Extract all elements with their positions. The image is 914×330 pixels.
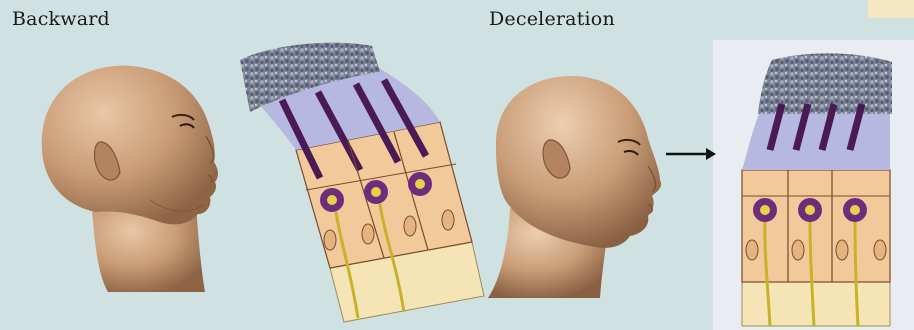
head-neutral-icon — [488, 76, 661, 298]
otolith-membrane-straight-icon — [742, 53, 892, 326]
otolith-membrane-bent-icon — [240, 43, 484, 322]
head-backward-icon — [42, 66, 218, 292]
right-arrow-icon — [666, 148, 716, 160]
